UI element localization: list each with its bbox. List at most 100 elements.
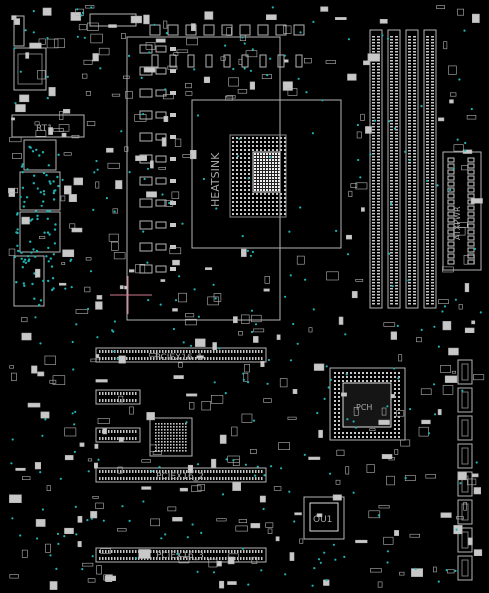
dimm-pin <box>408 267 411 269</box>
dimm-pin <box>390 282 393 284</box>
via <box>196 463 200 466</box>
via <box>425 179 429 182</box>
cpu-pin <box>260 197 262 199</box>
pcie-pin <box>126 557 128 560</box>
dimm-pin <box>413 219 416 221</box>
dimm-pin <box>372 207 375 209</box>
via <box>127 54 131 58</box>
via <box>97 458 100 461</box>
via <box>270 465 273 468</box>
smd-part <box>37 70 46 80</box>
dimm-slot <box>423 29 437 309</box>
pcie-pin <box>126 399 128 402</box>
smd-part <box>95 354 100 358</box>
via <box>283 54 286 57</box>
dimm-pin <box>426 216 429 218</box>
dimm-pin <box>372 243 375 245</box>
via <box>34 316 37 319</box>
pch-ball <box>334 392 336 394</box>
die-pad <box>275 159 277 161</box>
dimm-pin <box>413 81 416 83</box>
pch-ball <box>334 384 336 386</box>
via <box>243 42 246 45</box>
pcie-pin <box>165 550 167 553</box>
chip-ball <box>182 447 184 449</box>
chip-ball <box>182 438 184 440</box>
pcie-pin <box>102 357 104 360</box>
via <box>266 74 269 77</box>
pcie-pin <box>255 550 257 553</box>
dimm-pin <box>395 195 398 197</box>
pcie-pin <box>126 430 128 433</box>
pcie-pin <box>165 557 167 560</box>
pch-ball <box>334 404 336 406</box>
via <box>404 150 407 153</box>
dimm-pin <box>413 132 416 134</box>
pcie-pin <box>192 477 194 480</box>
die-pad <box>260 168 262 170</box>
dimm-pin <box>431 213 434 215</box>
cpu-pin <box>256 193 258 195</box>
pcie-pin <box>135 437 137 440</box>
atx-pin <box>447 229 455 235</box>
dimm-pin <box>395 237 398 239</box>
smd-part <box>87 458 93 462</box>
pcie-pin <box>156 357 158 360</box>
dimm-pin <box>408 207 411 209</box>
cpu-pin <box>260 205 262 207</box>
dimm-pin <box>372 78 375 80</box>
smd-part <box>34 121 40 126</box>
smd-part <box>438 117 445 122</box>
smd-part <box>437 409 442 416</box>
dimm-pin <box>426 273 429 275</box>
via <box>369 153 372 156</box>
dimm-pin <box>413 93 416 95</box>
via <box>386 561 389 564</box>
dimm-pin <box>372 300 375 302</box>
smd-part <box>249 81 256 90</box>
via <box>325 579 328 582</box>
dimm-pin <box>426 57 429 59</box>
smd-part <box>360 207 365 212</box>
die-pad <box>269 162 271 164</box>
dimm-pin <box>372 153 375 155</box>
atx-pin <box>447 259 455 265</box>
pcie-pin <box>204 477 206 480</box>
via <box>160 537 163 540</box>
pcie-pin <box>135 392 137 395</box>
cpu-pin <box>232 201 234 203</box>
via <box>72 368 75 371</box>
cpu-pin <box>236 177 238 179</box>
chip-ball <box>167 447 169 449</box>
dimm-pin <box>377 114 380 116</box>
dimm-pin <box>413 156 416 158</box>
pcie-pin <box>240 477 242 480</box>
pcie-pin <box>126 392 128 395</box>
mosfet <box>149 24 161 36</box>
pcie-pin <box>141 470 143 473</box>
atx-pin <box>447 181 455 187</box>
smd-part <box>308 327 313 333</box>
pcie-pin <box>195 357 197 360</box>
dimm-pin <box>408 45 411 47</box>
via <box>42 279 45 283</box>
dimm-pin <box>390 255 393 257</box>
pch-ball <box>382 376 384 378</box>
pcie-pin <box>162 550 164 553</box>
dimm-pin <box>426 198 429 200</box>
dimm-pin <box>408 156 411 158</box>
dimm-pin <box>372 222 375 224</box>
dimm-pin <box>390 198 393 200</box>
dimm-pin <box>431 87 434 89</box>
pcie-pin <box>141 350 143 353</box>
dimm-pin <box>377 159 380 161</box>
dimm-pin <box>395 42 398 44</box>
dimm-pin <box>377 90 380 92</box>
dimm-pin <box>372 180 375 182</box>
dimm-pin <box>431 189 434 191</box>
via <box>142 230 145 233</box>
dimm-pin <box>395 129 398 131</box>
cpu-pin <box>240 165 242 167</box>
dimm-pin <box>408 153 411 155</box>
cpu-socket-outline <box>191 99 342 249</box>
